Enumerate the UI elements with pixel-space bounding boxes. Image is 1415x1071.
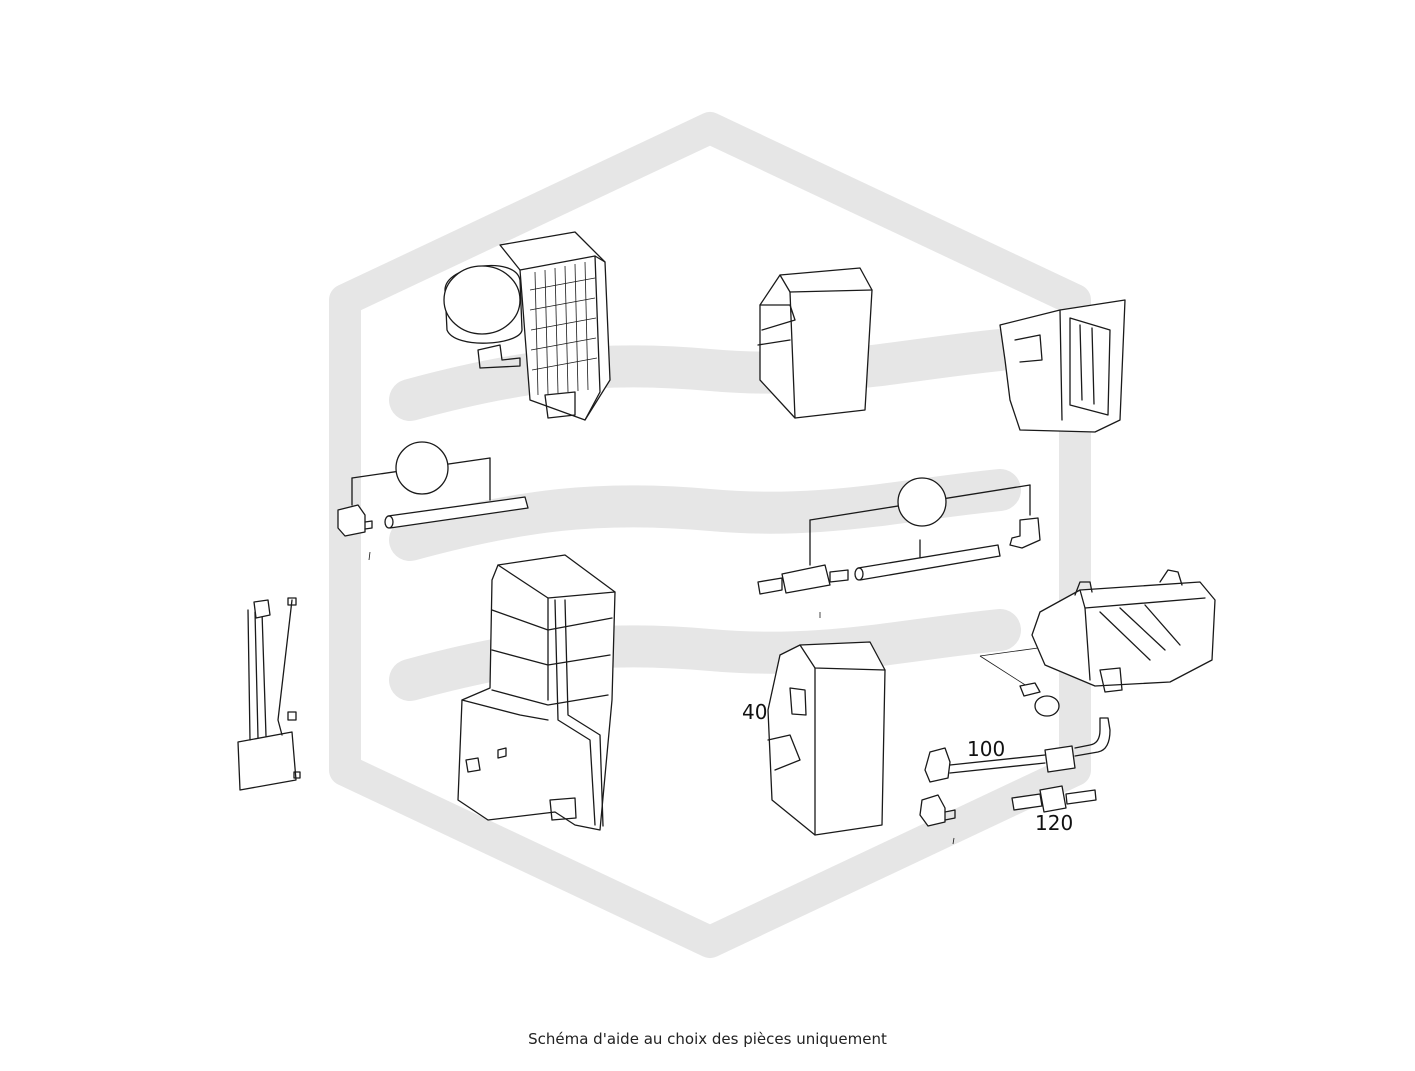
callout-label-40: 40 <box>742 700 767 724</box>
wiring-harness-module[interactable] <box>237 597 301 791</box>
tank-reservoir-right[interactable] <box>979 569 1216 717</box>
filter-pipe-middle[interactable] <box>757 477 1041 618</box>
valve-part-120[interactable]: 120 <box>919 785 1097 845</box>
pump-unit-top[interactable] <box>443 231 611 421</box>
cover-part-40[interactable]: 40 <box>742 641 886 836</box>
housing-lower-left[interactable] <box>457 554 616 831</box>
callout-balloon-middle <box>897 477 947 527</box>
callout-label-100: 100 <box>967 737 1005 761</box>
callout-balloon-left <box>395 441 449 495</box>
callout-label-120: 120 <box>1035 811 1073 835</box>
hose-part-100[interactable]: 100 <box>924 717 1111 783</box>
diagram-caption: Schéma d'aide au choix des pièces unique… <box>528 1030 887 1048</box>
cover-top-middle[interactable] <box>757 267 873 419</box>
connector-pipe-left[interactable] <box>337 441 529 561</box>
hexagon-logo-watermark <box>329 112 1091 958</box>
bracket-top-right[interactable] <box>999 299 1126 433</box>
